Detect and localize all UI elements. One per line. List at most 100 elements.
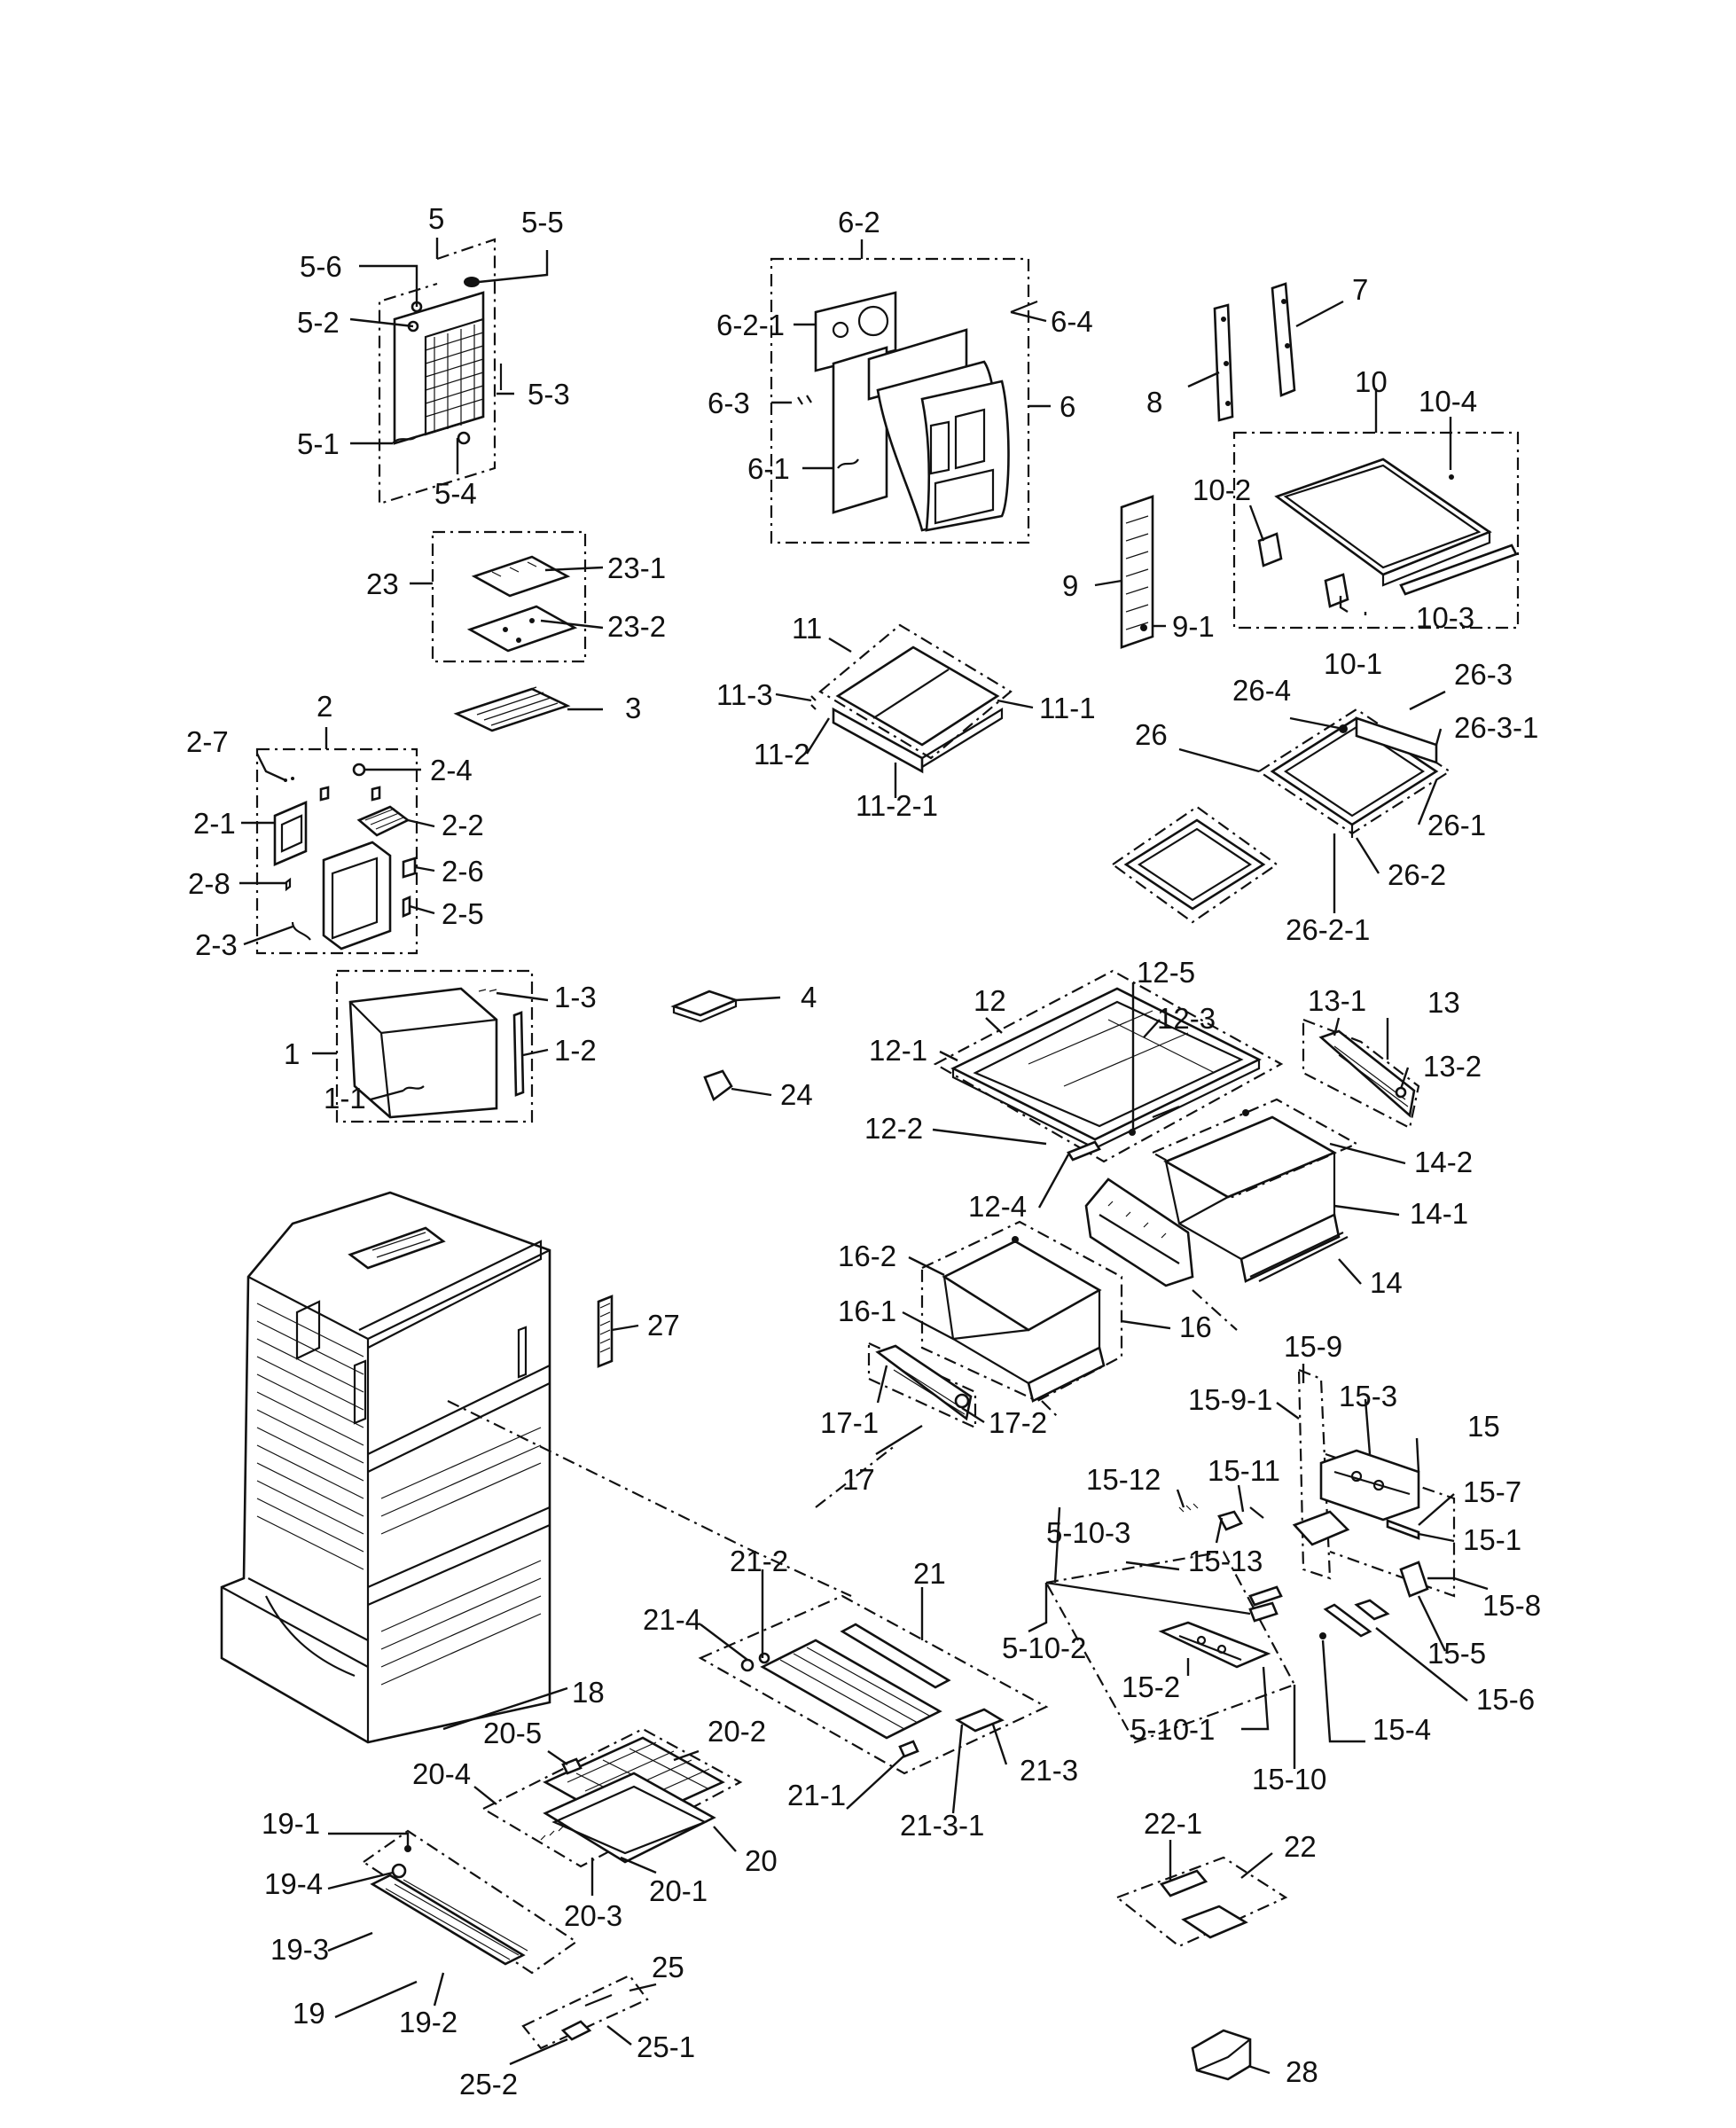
label-15-8: 15-8 bbox=[1482, 1589, 1541, 1622]
label-5-10-3: 5-10-3 bbox=[1046, 1516, 1130, 1549]
label-10-3: 10-3 bbox=[1416, 601, 1474, 634]
label-1: 1 bbox=[284, 1037, 300, 1070]
label-15-1: 15-1 bbox=[1463, 1523, 1521, 1556]
label-19-1: 19-1 bbox=[262, 1807, 320, 1840]
label-6-2-1: 6-2-1 bbox=[716, 309, 785, 341]
part-group-25 bbox=[521, 1974, 649, 2050]
label-2-4: 2-4 bbox=[430, 754, 473, 786]
label-25-2: 25-2 bbox=[459, 2068, 518, 2101]
label-23-2: 23-2 bbox=[607, 610, 666, 643]
label-22: 22 bbox=[1284, 1830, 1317, 1863]
label-5-1: 5-1 bbox=[297, 427, 340, 460]
part-group-2 bbox=[255, 747, 418, 955]
label-5-6: 5-6 bbox=[300, 250, 342, 283]
label-20-2: 20-2 bbox=[708, 1715, 766, 1748]
label-1-2: 1-2 bbox=[554, 1034, 597, 1067]
label-12-4: 12-4 bbox=[968, 1190, 1027, 1223]
label-28: 28 bbox=[1286, 2055, 1318, 2088]
label-1-3: 1-3 bbox=[554, 981, 597, 1013]
label-2-6: 2-6 bbox=[442, 855, 484, 888]
label-12-3: 12-3 bbox=[1157, 1002, 1216, 1035]
label-12-1: 12-1 bbox=[869, 1034, 927, 1067]
label-24: 24 bbox=[780, 1078, 813, 1111]
part-group-23 bbox=[431, 530, 587, 732]
label-6-1: 6-1 bbox=[747, 452, 790, 485]
part-group-10 bbox=[1232, 431, 1520, 630]
part-group-19 bbox=[362, 1829, 578, 1975]
label-3: 3 bbox=[625, 692, 641, 724]
label-26-2-1: 26-2-1 bbox=[1286, 913, 1370, 946]
part-group-17 bbox=[867, 1342, 977, 1429]
label-5-5: 5-5 bbox=[521, 206, 564, 239]
label-16-2: 16-2 bbox=[838, 1240, 896, 1272]
label-7: 7 bbox=[1352, 273, 1368, 306]
label-5-3: 5-3 bbox=[528, 378, 570, 411]
label-9: 9 bbox=[1062, 569, 1078, 602]
label-10-1: 10-1 bbox=[1324, 647, 1382, 680]
label-15-13: 15-13 bbox=[1188, 1545, 1263, 1577]
label-4: 4 bbox=[801, 981, 817, 1013]
label-2-3: 2-3 bbox=[195, 928, 238, 961]
label-15: 15 bbox=[1467, 1410, 1500, 1443]
label-11-2-1: 11-2-1 bbox=[856, 789, 938, 822]
label-5-10-2: 5-10-2 bbox=[1002, 1631, 1086, 1664]
label-6-3: 6-3 bbox=[708, 387, 750, 419]
label-26: 26 bbox=[1135, 718, 1168, 751]
label-20-5: 20-5 bbox=[483, 1717, 542, 1749]
label-6-4: 6-4 bbox=[1051, 305, 1093, 338]
part-group-14 bbox=[1150, 1098, 1359, 1283]
label-10-4: 10-4 bbox=[1419, 385, 1477, 418]
label-8: 8 bbox=[1146, 386, 1162, 419]
label-10: 10 bbox=[1355, 365, 1388, 398]
label-21-2: 21-2 bbox=[730, 1545, 788, 1577]
label-16-1: 16-1 bbox=[838, 1295, 896, 1327]
label-20: 20 bbox=[745, 1844, 778, 1877]
part-group-5 bbox=[378, 238, 503, 505]
label-20-3: 20-3 bbox=[564, 1899, 622, 1932]
part-group-21 bbox=[698, 1594, 1049, 1775]
label-18: 18 bbox=[572, 1676, 605, 1709]
label-20-4: 20-4 bbox=[412, 1757, 471, 1790]
part-group-6 bbox=[770, 257, 1038, 544]
label-15-9-1: 15-9-1 bbox=[1188, 1383, 1272, 1416]
label-23: 23 bbox=[366, 567, 399, 600]
label-21-4: 21-4 bbox=[643, 1603, 701, 1636]
label-2-8: 2-8 bbox=[188, 867, 231, 900]
part-group-15 bbox=[1178, 1368, 1456, 1639]
label-15-10: 15-10 bbox=[1252, 1763, 1326, 1796]
label-26-1: 26-1 bbox=[1427, 809, 1486, 841]
label-26-2: 26-2 bbox=[1388, 858, 1446, 891]
label-21-1: 21-1 bbox=[787, 1779, 846, 1811]
part-9-rail bbox=[1120, 495, 1154, 649]
label-13-2: 13-2 bbox=[1423, 1050, 1482, 1083]
part-group-26 bbox=[1111, 708, 1452, 924]
label-23-1: 23-1 bbox=[607, 552, 666, 584]
label-15-3: 15-3 bbox=[1339, 1380, 1397, 1412]
label-14-2: 14-2 bbox=[1414, 1146, 1473, 1178]
label-15-4: 15-4 bbox=[1372, 1713, 1431, 1746]
part-group-15-2 bbox=[1044, 1550, 1296, 1744]
label-26-4: 26-4 bbox=[1232, 674, 1291, 707]
label-14-1: 14-1 bbox=[1410, 1197, 1468, 1230]
label-19-2: 19-2 bbox=[399, 2006, 457, 2038]
assembly-guide-lines bbox=[447, 1400, 1060, 1597]
label-15-5: 15-5 bbox=[1427, 1637, 1486, 1670]
label-19-3: 19-3 bbox=[270, 1933, 329, 1966]
label-25-1: 25-1 bbox=[637, 2030, 695, 2063]
label-17-2: 17-2 bbox=[989, 1406, 1047, 1439]
label-11-1: 11-1 bbox=[1039, 692, 1096, 724]
cabinet-18 bbox=[220, 1191, 551, 1744]
label-12-2: 12-2 bbox=[864, 1112, 923, 1145]
label-26-3-1: 26-3-1 bbox=[1454, 711, 1538, 744]
label-2-2: 2-2 bbox=[442, 809, 484, 841]
label-19-4: 19-4 bbox=[264, 1867, 323, 1900]
label-19: 19 bbox=[293, 1997, 325, 2030]
label-12-5: 12-5 bbox=[1137, 956, 1195, 989]
label-15-12: 15-12 bbox=[1086, 1463, 1161, 1496]
label-13: 13 bbox=[1427, 986, 1460, 1019]
label-14: 14 bbox=[1370, 1266, 1403, 1299]
label-11-2: 11-2 bbox=[754, 738, 810, 771]
label-11: 11 bbox=[792, 612, 822, 645]
leader-lines bbox=[239, 238, 1489, 2075]
